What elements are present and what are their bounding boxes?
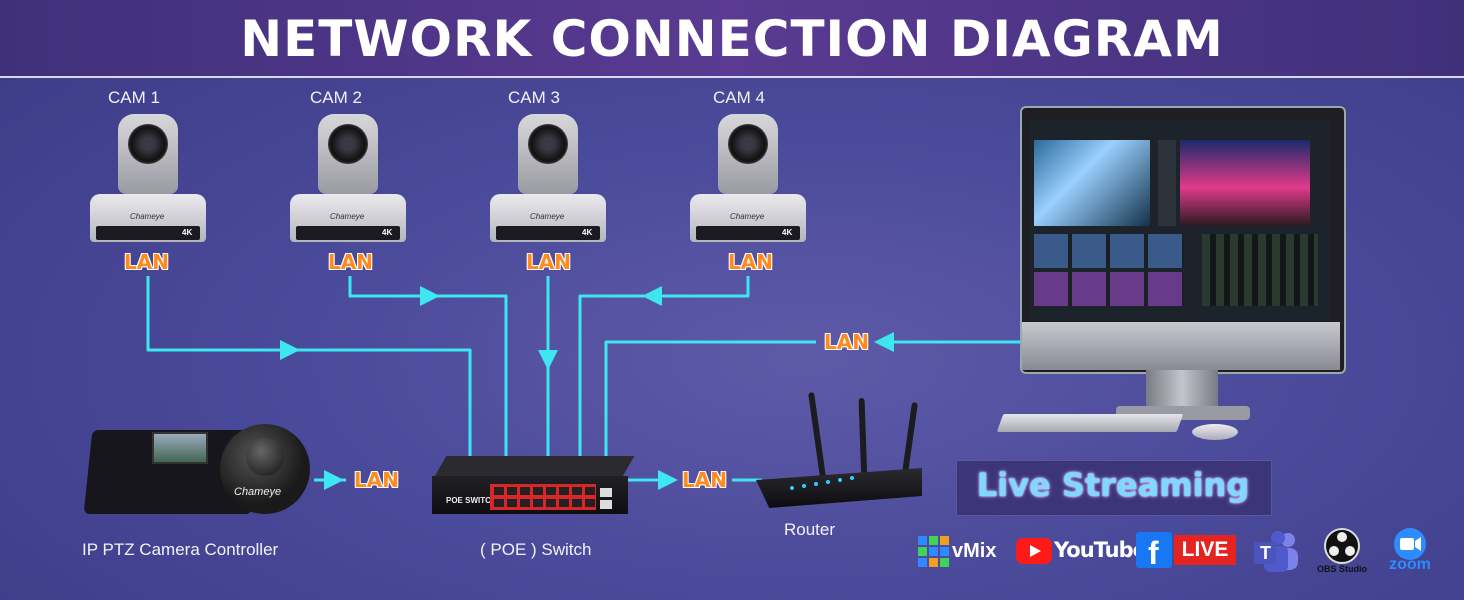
platform-logos: vMix YouTube f LIVE T OBS Stud: [918, 528, 1438, 578]
wire-computer-to-switch: [604, 340, 816, 458]
title-banner: [0, 0, 1464, 78]
facebook-icon: f: [1136, 532, 1172, 571]
cam1-label: CAM 1: [108, 88, 160, 107]
ptz-camera-1: Chameye 4K: [90, 114, 206, 250]
controller-screen: [152, 432, 208, 464]
teams-icon: [1254, 531, 1298, 572]
wire-cam1: [146, 276, 472, 458]
controller-lan-label: LAN: [354, 468, 399, 492]
zoom-logo: zoom: [1382, 528, 1438, 576]
cam4-label: CAM 4: [713, 88, 765, 107]
teams-letter: T: [1260, 543, 1271, 563]
camera-brand: Chameye: [130, 212, 165, 221]
vmix-text: vMix: [952, 540, 997, 562]
streaming-computer: [1020, 106, 1346, 446]
mouse: [1192, 424, 1238, 440]
camera-4k-badge: 4K: [182, 228, 193, 237]
wire-cam4: [578, 276, 750, 458]
keyboard: [996, 414, 1184, 432]
arrow-switch-router: [658, 470, 678, 490]
camera-lens-icon: [528, 124, 568, 164]
youtube-logo: YouTube: [1016, 538, 1147, 569]
camera-lens-icon: [328, 124, 368, 164]
vmix-grid-icon: [918, 536, 949, 567]
ptz-camera-4: Chameye 4K: [690, 114, 806, 250]
camera-lens-icon: [728, 124, 768, 164]
arrow-controller: [324, 470, 344, 490]
ptz-camera-3: Chameye 4K: [490, 114, 606, 250]
arrow-computer: [874, 332, 894, 352]
arrow-cam2: [420, 286, 440, 306]
controller-brand: Chameye: [234, 486, 282, 498]
arrow-cam4: [642, 286, 662, 306]
obs-icon: [1324, 528, 1360, 564]
zoom-camera-icon: [1394, 528, 1426, 560]
cam4-lan-label: LAN: [728, 250, 773, 274]
camera-lens-icon: [128, 124, 168, 164]
diagram-title: NETWORK CONNECTION DIAGRAM: [240, 10, 1224, 68]
cam2-label: CAM 2: [310, 88, 362, 107]
facebook-live-logo: f LIVE: [1136, 532, 1236, 573]
cam2-lan-label: LAN: [328, 250, 373, 274]
vmix-logo: vMix: [918, 536, 996, 573]
cam3-label: CAM 3: [508, 88, 560, 107]
live-streaming-label: Live Streaming: [976, 466, 1250, 504]
youtube-play-icon: [1016, 538, 1052, 564]
vmix-software-screen: [1030, 120, 1330, 320]
controller-label: IP PTZ Camera Controller: [82, 540, 279, 559]
camera-4k-badge: 4K: [382, 228, 393, 237]
camera-4k-badge: 4K: [582, 228, 593, 237]
ptz-camera-2: Chameye 4K: [290, 114, 406, 250]
camera-4k-badge: 4K: [782, 228, 793, 237]
obs-text: OBS Studio: [1317, 564, 1367, 574]
ptz-controller: Chameye: [83, 424, 314, 520]
router-device: [756, 392, 926, 516]
cam1-lan-label: LAN: [124, 250, 169, 274]
svg-text:f: f: [1148, 535, 1159, 568]
computer-lan-label: LAN: [824, 330, 869, 354]
obs-logo: OBS Studio: [1312, 528, 1372, 576]
camera-brand: Chameye: [530, 212, 565, 221]
youtube-text: YouTube: [1054, 538, 1147, 562]
poe-switch: POE SWITCH: [432, 456, 635, 518]
live-streaming-box: [956, 460, 1272, 516]
facebook-live-badge: LIVE: [1174, 535, 1236, 565]
router-lan-label: LAN: [682, 468, 727, 492]
arrow-cam3: [538, 350, 558, 370]
switch-label: ( POE ) Switch: [480, 540, 592, 559]
cam3-lan-label: LAN: [526, 250, 571, 274]
teams-logo: T: [1252, 530, 1300, 579]
zoom-text: zoom: [1389, 556, 1431, 573]
switch-panel-label: POE SWITCH: [446, 496, 497, 505]
arrow-cam1: [280, 340, 300, 360]
camera-brand: Chameye: [330, 212, 365, 221]
router-label: Router: [784, 520, 836, 539]
camera-brand: Chameye: [730, 212, 765, 221]
wire-cam2: [348, 276, 508, 458]
